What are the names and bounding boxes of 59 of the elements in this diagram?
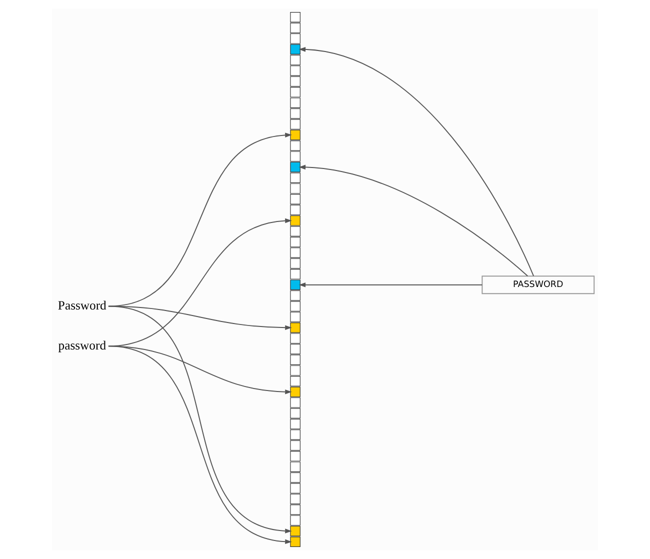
node-text: password <box>58 338 106 352</box>
node-box <box>290 440 300 451</box>
node-box: PASSWORD <box>482 276 595 294</box>
node-box <box>290 333 300 344</box>
arrow <box>298 282 483 288</box>
node-box <box>290 22 300 34</box>
node-box <box>290 162 300 172</box>
node-box <box>290 312 300 322</box>
node-box <box>290 215 300 226</box>
node-box <box>290 119 300 130</box>
arrow <box>298 164 528 276</box>
node-box <box>290 236 300 248</box>
node-box <box>290 248 300 258</box>
arrow <box>108 306 292 534</box>
node-box <box>290 33 300 44</box>
arrow <box>298 47 534 276</box>
node-box <box>290 483 300 494</box>
node-box <box>290 504 300 515</box>
node-box <box>290 226 300 236</box>
node-box <box>290 172 300 183</box>
node-box <box>290 12 300 22</box>
node-box <box>290 354 300 365</box>
node-box <box>290 86 300 98</box>
node-box <box>290 472 300 483</box>
node-box <box>290 98 300 108</box>
node-box <box>290 290 300 301</box>
node-box <box>290 268 300 280</box>
node-box <box>290 462 300 472</box>
arrow <box>108 132 292 307</box>
node-box <box>290 365 300 376</box>
node-box <box>290 258 300 269</box>
node-box <box>290 322 300 333</box>
node-box <box>290 344 300 354</box>
node-box <box>290 204 300 216</box>
node-box <box>290 386 300 398</box>
node-box <box>290 418 300 430</box>
node-box <box>290 66 300 76</box>
node-box <box>290 526 300 536</box>
node-box <box>290 536 300 547</box>
node-box <box>290 54 300 66</box>
node-box <box>290 408 300 418</box>
node-box <box>290 130 300 140</box>
node-box <box>290 397 300 408</box>
node-box <box>290 430 300 440</box>
node-box <box>290 280 300 290</box>
node-box <box>290 450 300 462</box>
node-box <box>290 194 300 204</box>
node-text: Password <box>58 298 106 313</box>
node-box <box>290 76 300 87</box>
node-box <box>290 494 300 504</box>
arrow <box>108 346 292 544</box>
node-box <box>290 44 300 54</box>
node-box <box>290 151 300 162</box>
node-box <box>290 140 300 151</box>
node-box <box>290 183 300 194</box>
node-box <box>290 301 300 312</box>
node-box <box>290 108 300 119</box>
node-box <box>290 376 300 386</box>
node-box <box>290 515 300 526</box>
